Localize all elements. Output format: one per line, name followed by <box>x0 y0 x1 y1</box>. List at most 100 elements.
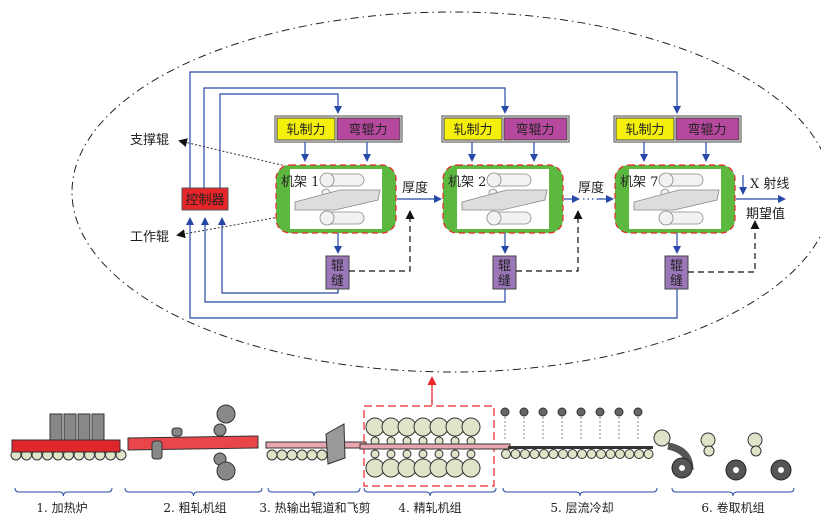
roll-sketch <box>633 172 720 226</box>
stand-2: 轧制力弯辊力机架 2辊缝 <box>441 115 570 290</box>
roller <box>703 445 715 457</box>
rolling-force-box <box>443 117 503 141</box>
rolling-force-box <box>615 117 675 141</box>
furnace-block <box>91 413 105 441</box>
roller <box>750 445 762 457</box>
stage-brace <box>502 487 658 497</box>
roller <box>429 458 449 478</box>
roller <box>567 449 578 459</box>
rolling-force-label: 轧制力 <box>453 123 492 138</box>
flying-shear <box>325 423 346 465</box>
roller <box>296 449 308 461</box>
roller <box>653 429 671 447</box>
roller <box>365 458 385 478</box>
roller <box>381 458 401 478</box>
roller <box>450 449 460 459</box>
roughing-slab <box>127 435 259 451</box>
roller <box>747 432 763 448</box>
roller <box>586 449 597 459</box>
bending-force-label: 弯辊力 <box>687 122 726 138</box>
roller <box>397 417 417 437</box>
roller <box>266 449 278 461</box>
roller <box>510 449 521 459</box>
stand-label: 机架 7 <box>620 175 658 190</box>
stage-label-4: 4. 精轧机组 <box>398 501 461 515</box>
roller <box>624 449 635 459</box>
stage-label-2: 2. 粗轧机组 <box>163 501 226 515</box>
stand-label: 机架 1 <box>281 175 319 190</box>
roller <box>539 449 549 459</box>
roller <box>365 417 385 437</box>
expected-value-label: 期望值 <box>746 206 785 222</box>
roller <box>700 432 716 448</box>
backup-roll-label: 支撑辊 <box>130 133 169 148</box>
roll-gap-label-bottom: 缝 <box>331 274 344 289</box>
work-roll-label: 工作辊 <box>130 230 169 245</box>
stage-brace <box>14 487 113 497</box>
roller <box>577 449 587 459</box>
roller <box>529 449 540 459</box>
roller <box>548 449 559 459</box>
furnace-block <box>77 413 91 441</box>
roller <box>429 417 449 437</box>
thickness-flow <box>397 175 786 203</box>
stage-label-5: 5. 层流冷却 <box>550 501 613 515</box>
roller <box>501 449 511 459</box>
roll-gap-label-top: 辊 <box>331 259 344 274</box>
roll-gap-box <box>325 255 350 290</box>
roller <box>397 458 417 478</box>
roller <box>370 449 380 459</box>
roller <box>615 449 625 459</box>
roller <box>413 417 433 437</box>
roll-gap-label-top: 辊 <box>670 259 683 274</box>
roller <box>434 449 444 459</box>
feedback-lines <box>186 217 678 319</box>
process-line <box>10 404 792 487</box>
cooled-strip <box>508 446 653 449</box>
stage-label-3: 3. 热输出辊道和飞剪 <box>259 500 370 515</box>
stand-7: 轧制力弯辊力机架 7辊缝 <box>613 115 742 290</box>
stage-braces <box>14 487 795 497</box>
roller <box>306 449 318 461</box>
furnace-slab <box>11 439 121 453</box>
roller <box>402 449 412 459</box>
furnace-block <box>49 413 63 441</box>
roller <box>445 458 465 478</box>
xray-label: X 射线 <box>750 176 789 192</box>
stage-brace <box>671 487 795 497</box>
bending-force-label: 弯辊力 <box>348 122 387 138</box>
roller <box>216 461 236 481</box>
roller <box>413 458 433 478</box>
roller <box>386 449 396 459</box>
stand-1: 轧制力弯辊力机架 1辊缝 <box>274 115 403 290</box>
roller <box>461 458 481 478</box>
roller <box>558 449 568 459</box>
roller <box>418 449 428 459</box>
controller-box: 控制器 <box>181 187 229 211</box>
rolling-force-label: 轧制力 <box>625 123 664 138</box>
roller <box>520 449 530 459</box>
roll-gap-label-bottom: 缝 <box>498 274 511 289</box>
roller <box>213 423 227 437</box>
thickness-label-2: 厚度 <box>578 180 604 196</box>
controller-label: 控制器 <box>185 193 224 208</box>
stage-brace <box>124 487 263 497</box>
roll-gap-box <box>492 255 517 290</box>
roller <box>276 449 288 461</box>
roller <box>445 417 465 437</box>
stage-label-1: 1. 加热炉 <box>36 501 87 515</box>
bending-force-box <box>503 117 568 141</box>
gap-thickness-dashed <box>349 210 760 273</box>
roll-gap-label-top: 辊 <box>498 259 511 274</box>
control-lines <box>189 71 681 188</box>
roller <box>643 449 654 459</box>
roller <box>216 404 236 424</box>
roll-sketch <box>294 172 381 226</box>
finishing-strip <box>359 443 511 450</box>
bending-force-label: 弯辊力 <box>515 122 554 138</box>
transfer-bar <box>265 441 367 449</box>
stage-label-6: 6. 卷取机组 <box>701 500 764 515</box>
roller <box>381 417 401 437</box>
roller <box>634 449 644 459</box>
